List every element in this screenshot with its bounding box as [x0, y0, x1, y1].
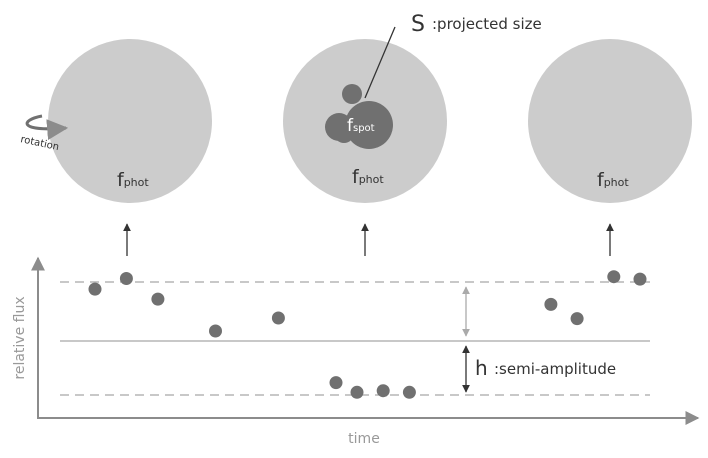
flux-points — [88, 270, 647, 399]
flux-point-6 — [329, 376, 343, 390]
f-phot-label-2: fphot — [352, 166, 384, 188]
star-disk-1 — [48, 39, 212, 203]
flux-point-10 — [544, 297, 558, 311]
f-phot-label-3: fphot — [597, 169, 629, 191]
flux-point-13 — [633, 272, 647, 286]
flux-point-11 — [570, 312, 584, 326]
f-spot-label: fspot — [347, 116, 375, 136]
flux-point-12 — [607, 270, 621, 284]
semi-amplitude-label: :semi-amplitude — [494, 360, 616, 378]
projected-size-pointer — [364, 26, 396, 99]
star-spot — [325, 84, 393, 149]
flux-point-9 — [402, 385, 416, 399]
star-disk-3 — [528, 39, 692, 203]
semi-amplitude-symbol: h — [475, 356, 488, 380]
flux-point-1 — [88, 282, 102, 296]
flux-point-2 — [119, 272, 133, 285]
projected-size-label: :projected size — [432, 15, 542, 33]
x-axis-label: time — [348, 431, 380, 447]
flux-point-8 — [376, 384, 390, 398]
flux-point-5 — [271, 311, 285, 325]
flux-point-4 — [209, 324, 222, 338]
rotation-arrow-icon — [25, 114, 69, 141]
flux-point-3 — [151, 292, 165, 306]
flux-point-7 — [350, 385, 364, 399]
f-phot-label-1: fphot — [117, 169, 149, 191]
projected-size-symbol: S — [411, 12, 425, 37]
y-axis-label: relative flux — [12, 296, 28, 379]
